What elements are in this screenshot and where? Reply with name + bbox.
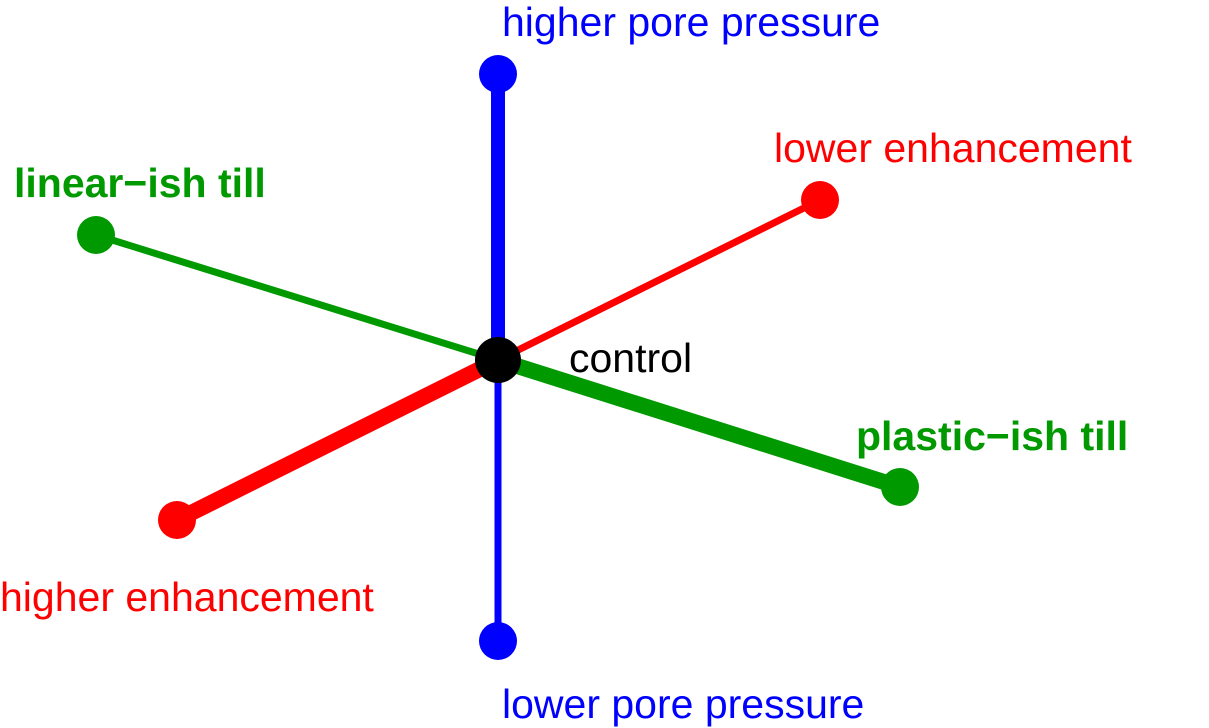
higher-enhancement-node (158, 501, 196, 539)
plastic-ish-till-node (881, 468, 919, 506)
till-plastic-branch (495, 352, 903, 495)
control-node (475, 337, 521, 383)
till-linear-branch (92, 231, 502, 364)
higher-pore-pressure-node (479, 55, 517, 93)
enhancement-higher-branch (173, 352, 502, 528)
lower-pore-pressure-label: lower pore pressure (502, 681, 864, 727)
lower-enhancement-node (801, 181, 839, 219)
plastic-ish-till-label: plastic−ish till (856, 413, 1128, 459)
enhancement-lower-branch (494, 196, 824, 364)
lower-pore-pressure-node (479, 622, 517, 660)
control-label: control (569, 335, 692, 381)
higher-pore-pressure-label: higher pore pressure (502, 0, 880, 45)
linear-ish-till-label: linear−ish till (14, 160, 266, 206)
higher-enhancement-label: higher enhancement (0, 574, 374, 620)
lower-enhancement-label: lower enhancement (774, 125, 1132, 171)
linear-ish-till-node (77, 216, 115, 254)
